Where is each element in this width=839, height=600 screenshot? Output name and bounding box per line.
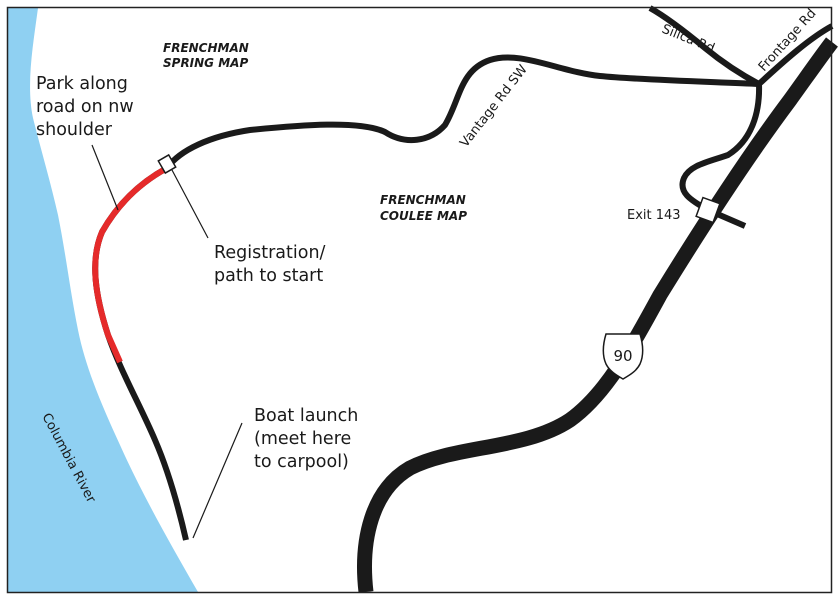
interstate-90-shield: 90 <box>602 333 644 380</box>
registration-leader-line <box>171 169 209 239</box>
silica-road-label: Silica Rd <box>660 22 717 57</box>
silica-road <box>648 5 761 87</box>
frenchman-spring-label-line1: FRENCHMAN <box>163 41 249 55</box>
frenchman-spring-label-line2: SPRING MAP <box>163 56 248 70</box>
interstate-90-label: 90 <box>613 347 632 365</box>
frontage-road-upper <box>756 23 834 87</box>
frenchman-coulee-label-line1: FRENCHMAN <box>380 193 466 207</box>
columbia-river <box>8 8 198 592</box>
registration-callout-line2: path to start <box>214 266 323 286</box>
boat-callout-line2: (meet here <box>254 429 351 449</box>
vantage-road <box>92 54 760 541</box>
park-callout-line2: road on nw <box>36 97 134 117</box>
frontage-road-curve <box>679 83 763 213</box>
boat-callout-line1: Boat launch <box>254 406 358 426</box>
park-leader-line <box>91 144 119 211</box>
registration-marker <box>157 153 177 175</box>
map-frame <box>6 6 833 594</box>
interstate-90-road <box>357 37 838 593</box>
exit-143-marker <box>695 196 721 224</box>
boat-leader-line <box>192 422 243 539</box>
registration-callout-line1: Registration/ <box>214 243 326 263</box>
exit-143-label: Exit 143 <box>627 208 681 223</box>
parking-shoulder <box>92 165 169 364</box>
boat-callout-line3: to carpool) <box>254 452 349 472</box>
park-callout-line1: Park along <box>36 74 128 94</box>
frenchman-coulee-label-line2: COULEE MAP <box>380 209 467 223</box>
park-callout-line3: shoulder <box>36 120 113 140</box>
